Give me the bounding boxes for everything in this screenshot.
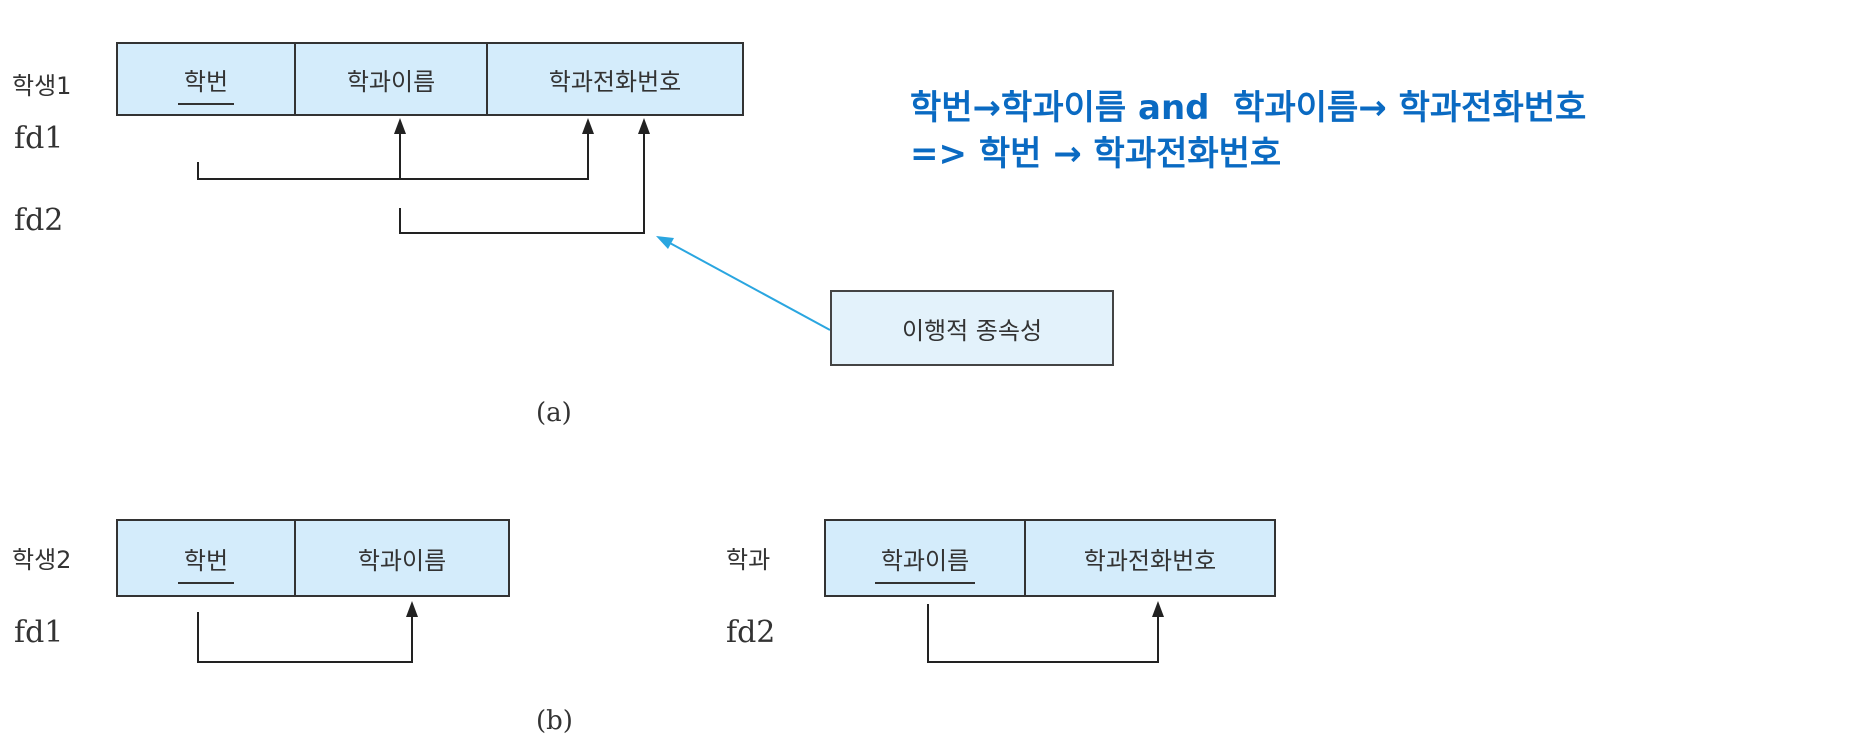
transitivity-note-line1: 학번→학과이름 and 학과이름→ 학과전화번호	[910, 88, 1587, 128]
caption-a: (a)	[536, 398, 572, 428]
fd1-arrow-b	[197, 612, 413, 663]
fd1-label-b: fd1	[14, 615, 64, 650]
fd1-label-a: fd1	[14, 121, 64, 156]
column-dept-name: 학과이름	[296, 44, 488, 114]
column-label: 학과이름	[357, 546, 447, 575]
column-dept-phone: 학과전화번호	[488, 44, 742, 114]
caption-b: (b)	[536, 706, 573, 736]
column-label: 학과전화번호	[548, 67, 682, 96]
column-label: 학과이름	[346, 67, 436, 96]
fd2-arrow-a	[399, 132, 645, 234]
fd1-arrow-a	[197, 132, 589, 180]
transitivity-note-line2: => 학번 → 학과전화번호	[910, 134, 1282, 174]
column-label: 학과전화번호	[1083, 546, 1217, 575]
column-label: 학번	[177, 541, 235, 584]
transitive-dependency-callout: 이행적 종속성	[830, 290, 1114, 366]
relation-name-student2: 학생2	[12, 546, 72, 574]
column-student-id: 학번	[118, 521, 296, 595]
table-student1: 학번 학과이름 학과전화번호	[116, 42, 744, 116]
column-label: 학번	[177, 62, 235, 105]
column-label: 학과이름	[874, 541, 976, 584]
relation-name-student1: 학생1	[12, 72, 72, 100]
fd2-arrowhead-a	[638, 118, 650, 134]
fd2-label-a: fd2	[14, 203, 64, 238]
fd1-arrowheads-a	[394, 118, 594, 134]
column-dept-name: 학과이름	[296, 521, 508, 595]
column-dept-name: 학과이름	[826, 521, 1026, 595]
column-student-id: 학번	[118, 44, 296, 114]
callout-label: 이행적 종속성	[901, 316, 1043, 345]
fd2-arrow-b	[927, 604, 1159, 663]
fd2-label-b: fd2	[726, 615, 776, 650]
table-department: 학과이름 학과전화번호	[824, 519, 1276, 597]
callout-arrow	[656, 236, 831, 331]
column-dept-phone: 학과전화번호	[1026, 521, 1274, 595]
fd2-arrowhead-b	[1152, 601, 1164, 617]
table-student2: 학번 학과이름	[116, 519, 510, 597]
fd1-arrowhead-b	[406, 601, 418, 617]
relation-name-department: 학과	[726, 546, 771, 574]
